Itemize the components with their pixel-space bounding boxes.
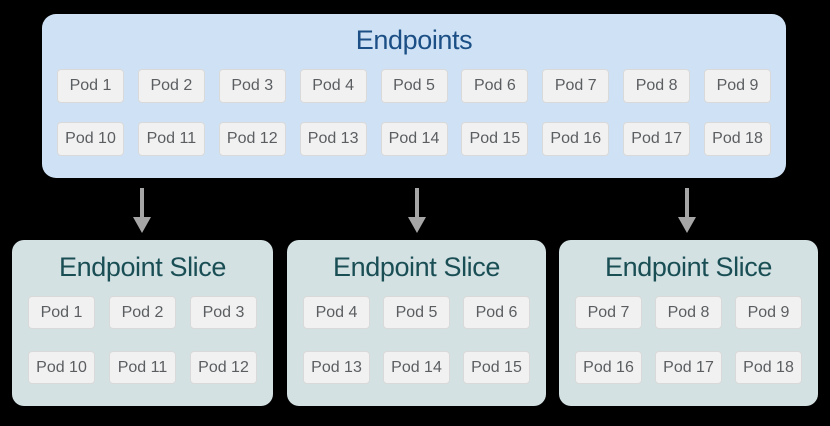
pod-box: Pod 12 bbox=[218, 122, 286, 156]
slice-2-pod-row-2: Pod 13 Pod 14 Pod 15 bbox=[287, 351, 546, 384]
pod-box: Pod 2 bbox=[137, 69, 205, 103]
pod-box: Pod 10 bbox=[57, 122, 124, 156]
pod-box: Pod 6 bbox=[463, 296, 530, 329]
endpoint-slice-title: Endpoint Slice bbox=[332, 252, 500, 282]
endpoints-pod-row-1: Pod 1 Pod 2 Pod 3 Pod 4 Pod 5 Pod 6 Pod 7 Pod 8… bbox=[42, 69, 786, 103]
pod-box: Pod 3 bbox=[190, 296, 257, 329]
pod-box: Pod 13 bbox=[299, 122, 367, 156]
pod-box: Pod 2 bbox=[109, 296, 176, 329]
pod-box: Pod 13 bbox=[303, 351, 370, 384]
endpoint-slice-title: Endpoint Slice bbox=[58, 252, 226, 282]
pod-box: Pod 17 bbox=[623, 122, 691, 156]
pod-box: Pod 7 bbox=[542, 69, 610, 103]
pod-box: Pod 11 bbox=[109, 351, 176, 384]
pod-box: Pod 5 bbox=[383, 296, 450, 329]
pod-box: Pod 1 bbox=[57, 69, 124, 103]
slice-2-pod-row-1: Pod 4 Pod 5 Pod 6 bbox=[287, 296, 546, 329]
pod-box: Pod 16 bbox=[542, 122, 610, 156]
endpoints-box: Endpoints Pod 1 Pod 2 Pod 3 Pod 4 Pod 5 Pod 6… bbox=[42, 14, 786, 178]
pod-box: Pod 14 bbox=[380, 122, 448, 156]
arrow-head bbox=[678, 217, 696, 233]
pod-box: Pod 7 bbox=[575, 296, 642, 329]
slice-3-pod-row-1: Pod 7 Pod 8 Pod 9 bbox=[559, 296, 818, 329]
pod-box: Pod 11 bbox=[137, 122, 205, 156]
pod-box: Pod 9 bbox=[704, 69, 771, 103]
pod-box: Pod 17 bbox=[655, 351, 722, 384]
pod-box: Pod 16 bbox=[575, 351, 642, 384]
pod-box: Pod 4 bbox=[303, 296, 370, 329]
pod-box: Pod 4 bbox=[299, 69, 367, 103]
down-arrow-icon bbox=[408, 188, 426, 233]
pod-box: Pod 18 bbox=[704, 122, 771, 156]
slice-3-pod-row-2: Pod 16 Pod 17 Pod 18 bbox=[559, 351, 818, 384]
arrow-stem bbox=[415, 188, 419, 218]
pod-box: Pod 5 bbox=[380, 69, 448, 103]
pod-box: Pod 15 bbox=[461, 122, 529, 156]
pod-box: Pod 18 bbox=[735, 351, 802, 384]
slice-1-pod-row-2: Pod 10 Pod 11 Pod 12 bbox=[12, 351, 273, 384]
arrow-stem bbox=[685, 188, 689, 218]
pod-box: Pod 9 bbox=[735, 296, 802, 329]
pod-box: Pod 1 bbox=[28, 296, 95, 329]
arrow-stem bbox=[140, 188, 144, 218]
slice-1-pod-row-1: Pod 1 Pod 2 Pod 3 bbox=[12, 296, 273, 329]
pod-box: Pod 8 bbox=[623, 69, 691, 103]
down-arrow-icon bbox=[133, 188, 151, 233]
pod-box: Pod 10 bbox=[28, 351, 95, 384]
endpoint-slice-title: Endpoint Slice bbox=[604, 252, 772, 282]
arrow-head bbox=[408, 217, 426, 233]
pod-box: Pod 6 bbox=[461, 69, 529, 103]
pod-box: Pod 14 bbox=[383, 351, 450, 384]
pod-box: Pod 15 bbox=[463, 351, 530, 384]
pod-box: Pod 3 bbox=[218, 69, 286, 103]
arrow-head bbox=[133, 217, 151, 233]
endpoints-pod-row-2: Pod 10 Pod 11 Pod 12 Pod 13 Pod 14 Pod 15 Pod … bbox=[42, 122, 786, 156]
endpoints-title: Endpoints bbox=[355, 25, 473, 55]
down-arrow-icon bbox=[678, 188, 696, 233]
pod-box: Pod 12 bbox=[190, 351, 257, 384]
pod-box: Pod 8 bbox=[655, 296, 722, 329]
